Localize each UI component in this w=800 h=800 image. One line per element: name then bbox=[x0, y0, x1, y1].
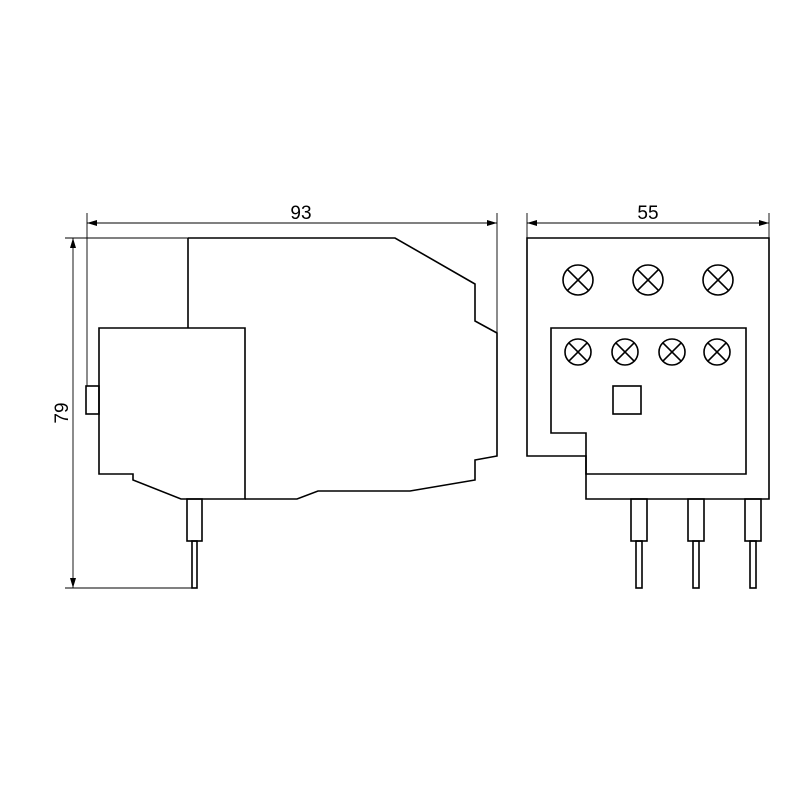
terminal-sleeve bbox=[630, 498, 648, 542]
screw-terminal-icon bbox=[632, 264, 664, 296]
screw-terminal-icon bbox=[702, 264, 734, 296]
front-view: 55 bbox=[526, 203, 770, 589]
screw-terminal-icon bbox=[564, 338, 592, 366]
height-dimension-label: 79 bbox=[52, 402, 73, 423]
reset-button-tab bbox=[85, 385, 100, 415]
side-view: 93 79 bbox=[52, 203, 498, 589]
screw-terminal-icon bbox=[611, 338, 639, 366]
terminal-sleeve bbox=[687, 498, 705, 542]
width-dimension-label: 55 bbox=[637, 203, 658, 224]
inner-panel-outline bbox=[550, 327, 747, 475]
terminal-pin bbox=[635, 540, 643, 589]
terminal-pin bbox=[692, 540, 700, 589]
terminal-pin bbox=[191, 540, 198, 589]
terminal-sleeve bbox=[744, 498, 762, 542]
terminal-sleeve bbox=[186, 498, 203, 542]
terminal-pin bbox=[749, 540, 757, 589]
front-housing-outline bbox=[526, 237, 770, 500]
screw-terminal-icon bbox=[703, 338, 731, 366]
front-block-outline bbox=[98, 327, 246, 500]
screw-terminal-icon bbox=[562, 264, 594, 296]
width-dimension-label: 93 bbox=[290, 203, 311, 224]
main-housing-outline bbox=[188, 237, 498, 500]
screw-terminals bbox=[562, 264, 734, 366]
reset-button-square bbox=[612, 385, 642, 415]
screw-terminal-icon bbox=[658, 338, 686, 366]
